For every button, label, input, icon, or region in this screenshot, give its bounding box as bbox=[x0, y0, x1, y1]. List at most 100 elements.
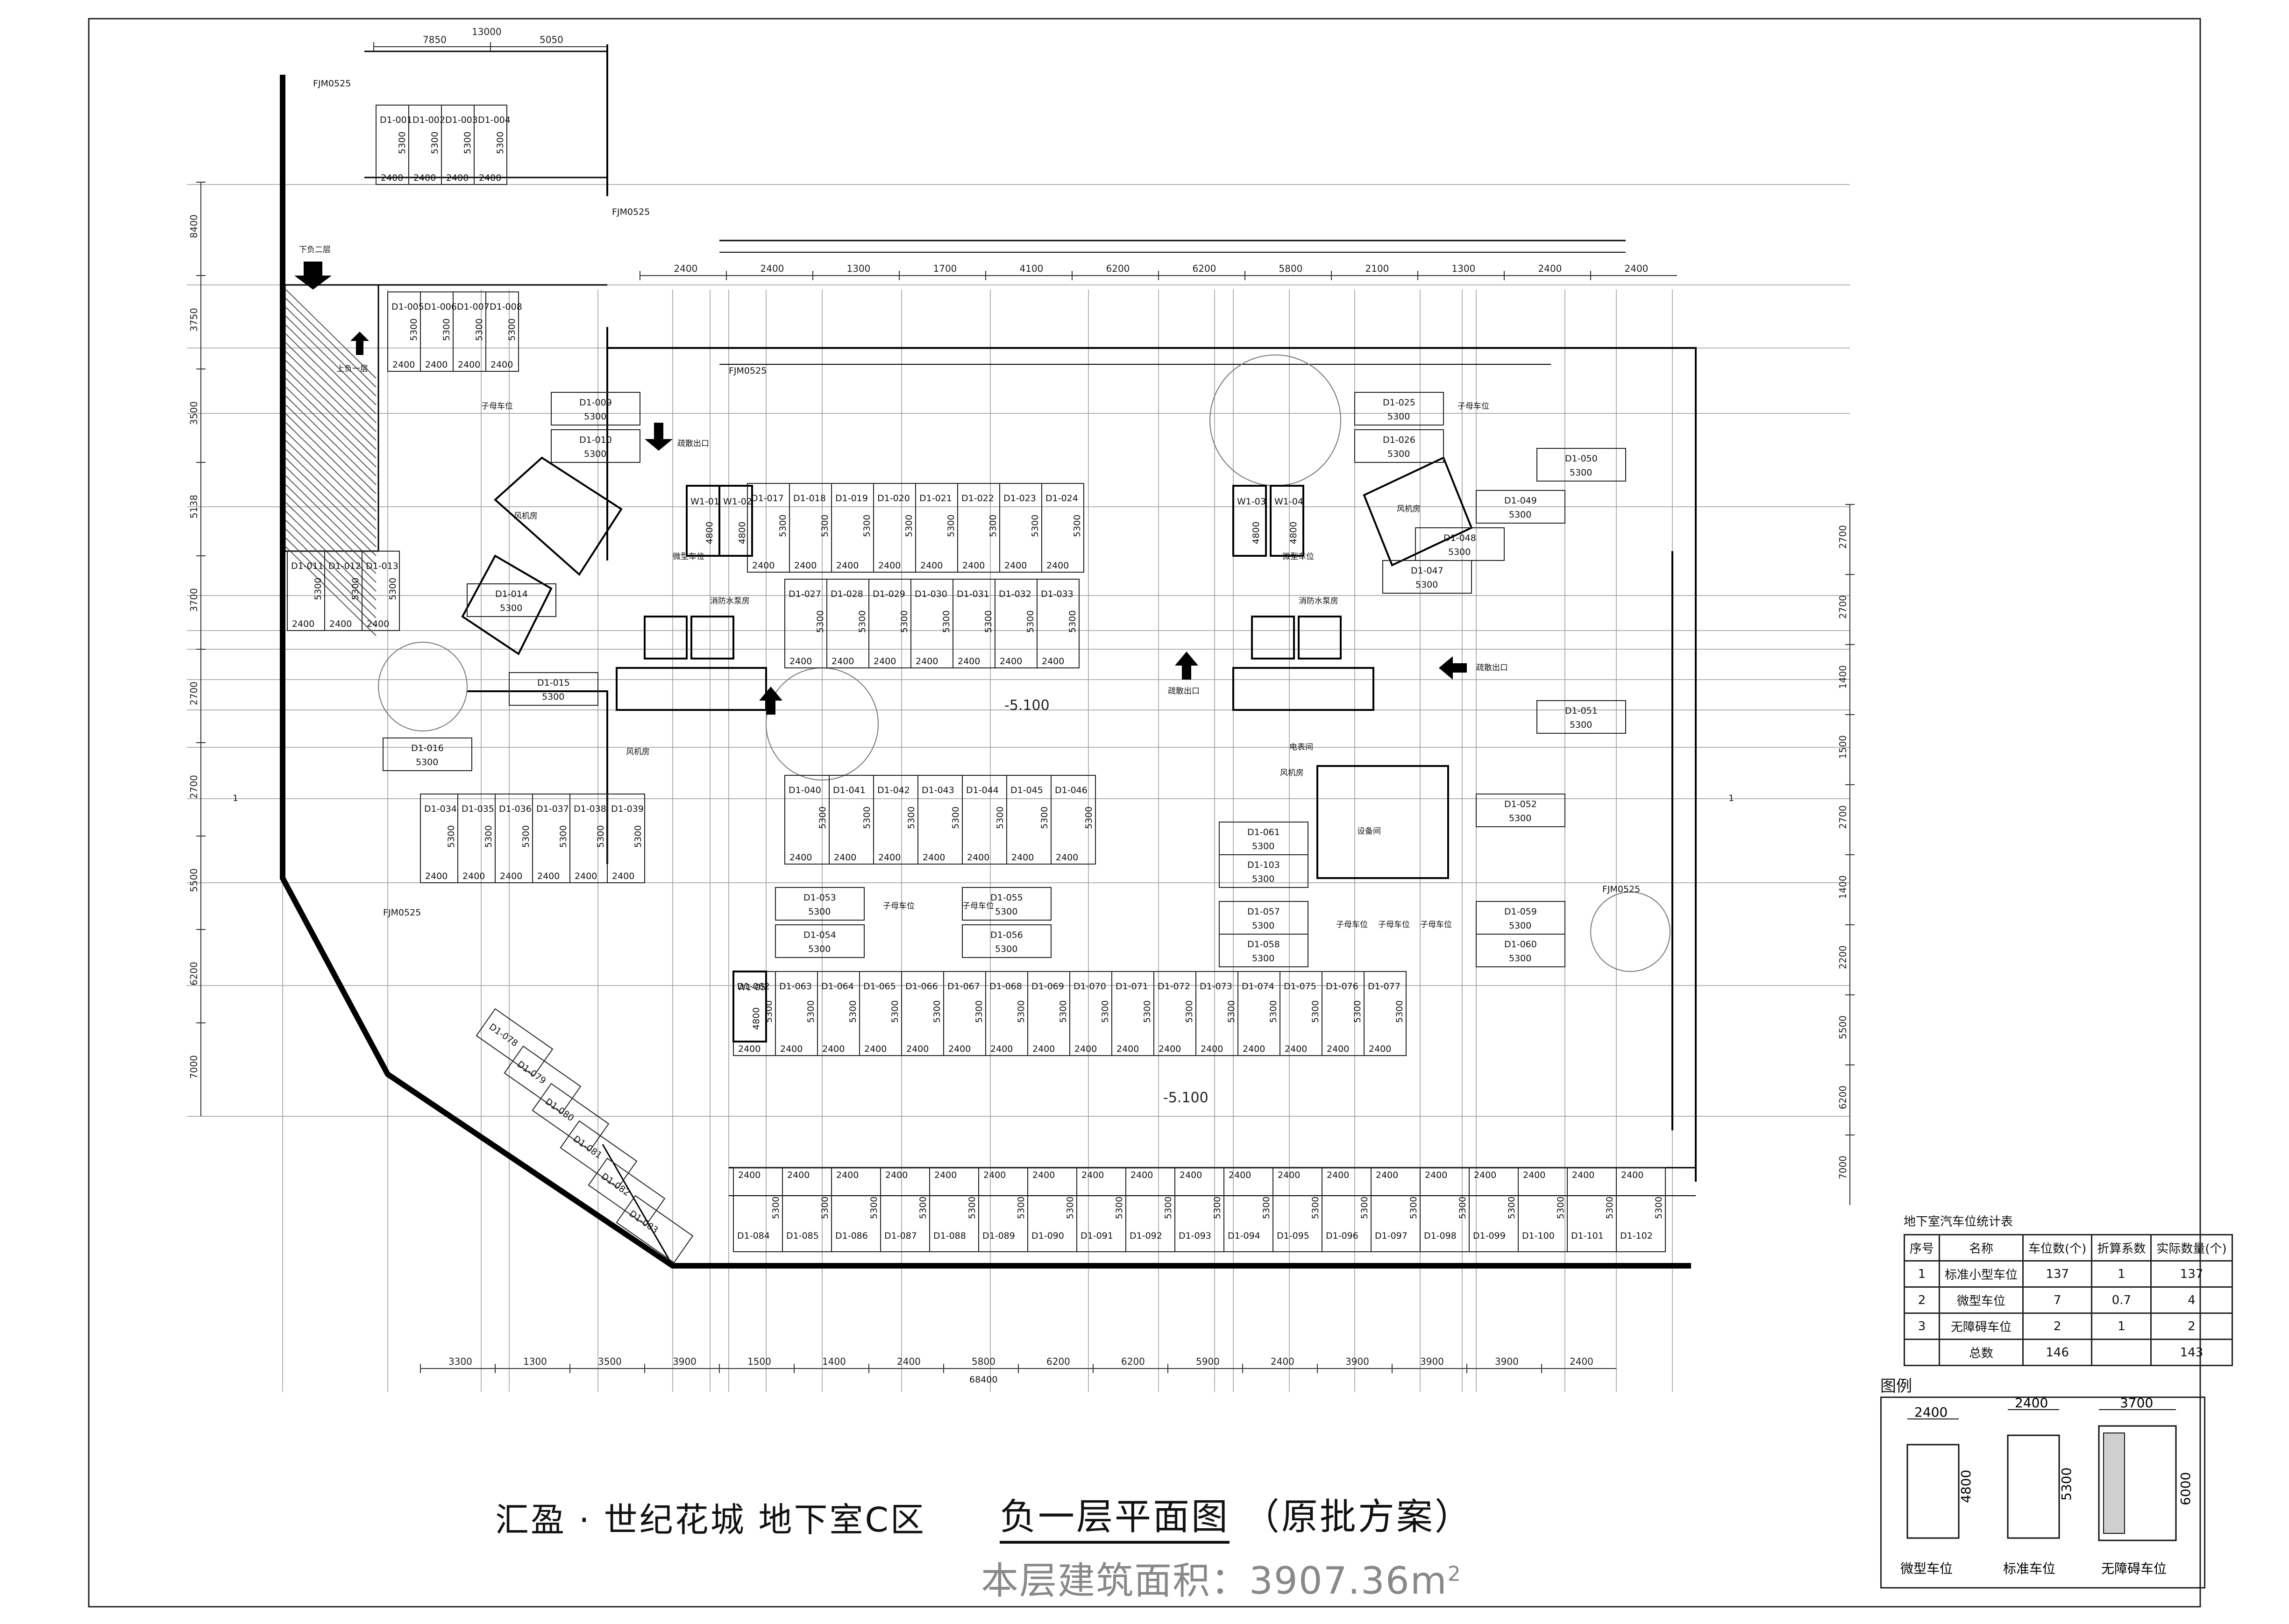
space-id: W1-01 bbox=[690, 496, 719, 507]
space-length: 5300 bbox=[1605, 1197, 1615, 1219]
space-outline bbox=[1051, 775, 1096, 865]
space-id: D1-030 bbox=[915, 589, 947, 599]
mini-space-outline bbox=[1270, 485, 1304, 557]
space-outline bbox=[962, 887, 1052, 921]
table-row: 3 无障碍车位 2 1 2 bbox=[1903, 1312, 2233, 1340]
space-length: 5300 bbox=[1058, 1000, 1068, 1023]
space-length: 5300 bbox=[820, 1197, 830, 1219]
space-width: 2400 bbox=[329, 619, 352, 629]
space-width: 2400 bbox=[962, 560, 985, 571]
space-outline bbox=[560, 1120, 638, 1189]
space-length: 5300 bbox=[1570, 720, 1592, 730]
space-length: 4800 bbox=[1288, 522, 1299, 544]
space-width: 2400 bbox=[425, 360, 448, 370]
space-width: 2400 bbox=[1011, 852, 1034, 863]
dim-value: 2700 bbox=[188, 681, 199, 705]
space-id: D1-087 bbox=[884, 1231, 917, 1241]
tandem-label-5: 子母车位 bbox=[1336, 920, 1368, 929]
space-outline bbox=[532, 1083, 610, 1151]
space-id: D1-089 bbox=[982, 1231, 1015, 1241]
space-length: 5300 bbox=[932, 1000, 942, 1023]
space-length: 5300 bbox=[1184, 1000, 1194, 1023]
table-row: 2 微型车位 7 0.7 4 bbox=[1903, 1286, 2233, 1314]
space-length: 5300 bbox=[1448, 547, 1471, 557]
dim-value: 3900 bbox=[1495, 1356, 1519, 1367]
elevation-mark-2: -5.100 bbox=[1163, 1090, 1208, 1106]
space-id: W1-04 bbox=[1274, 496, 1303, 507]
floor-area-label: 本层建筑面积：3907.36m2 bbox=[981, 1551, 1462, 1605]
hatch-line bbox=[285, 422, 377, 512]
space-length: 5300 bbox=[1509, 813, 1531, 823]
space-length: 5300 bbox=[820, 515, 830, 537]
space-length: 5300 bbox=[995, 907, 1017, 917]
hatch-line bbox=[285, 404, 377, 494]
dim-value: 2700 bbox=[188, 775, 199, 799]
space-id: D1-095 bbox=[1277, 1231, 1309, 1241]
drawing-subtitle: （原批方案） bbox=[1243, 1496, 1473, 1538]
hatch-line bbox=[285, 289, 377, 379]
space-length: 5300 bbox=[1067, 610, 1078, 633]
space-length: 5300 bbox=[1163, 1197, 1173, 1219]
space-length: 5300 bbox=[462, 132, 473, 154]
space-width: 2400 bbox=[983, 1170, 1006, 1180]
space-length: 5300 bbox=[542, 692, 564, 702]
dim-value: 3300 bbox=[448, 1356, 472, 1367]
space-width: 2400 bbox=[874, 656, 896, 667]
space-width: 2400 bbox=[1081, 1170, 1104, 1180]
space-length: 5300 bbox=[1212, 1197, 1223, 1219]
dim-total: 13000 bbox=[472, 26, 502, 37]
stats-header-cell: 实际数量(个) bbox=[2150, 1234, 2233, 1262]
space-length: 5300 bbox=[1268, 1000, 1279, 1023]
space-id: W1-02 bbox=[723, 496, 752, 507]
building-outline bbox=[280, 44, 1697, 1269]
dim-value: 6200 bbox=[1121, 1356, 1145, 1367]
dim-value: 1300 bbox=[847, 263, 871, 274]
dim-value: 5800 bbox=[1279, 263, 1303, 274]
tandem-label-1: 子母车位 bbox=[481, 402, 513, 411]
space-id: D1-047 bbox=[1411, 566, 1443, 576]
drawing-title: 负一层平面图 bbox=[1000, 1496, 1230, 1544]
space-length: 5300 bbox=[1261, 1197, 1272, 1219]
space-id: D1-077 bbox=[1368, 981, 1400, 992]
space-width: 2400 bbox=[878, 852, 901, 863]
space-width: 2400 bbox=[490, 360, 513, 370]
dim-value: 2100 bbox=[1365, 263, 1389, 274]
fan-room-label-4: 风机房 bbox=[1280, 768, 1304, 778]
space-length: 5300 bbox=[815, 610, 825, 633]
space-id: D1-019 bbox=[835, 493, 868, 504]
stats-header-row: 序号 名称 车位数(个) 折算系数 实际数量(个) bbox=[1903, 1234, 2233, 1262]
space-outline bbox=[1354, 429, 1444, 463]
space-length: 5300 bbox=[1016, 1000, 1026, 1023]
space-id: D1-020 bbox=[877, 493, 910, 504]
space-length: 5300 bbox=[771, 1197, 781, 1219]
space-width: 2400 bbox=[1278, 1170, 1300, 1180]
dim-value: 1400 bbox=[822, 1356, 846, 1367]
space-id: D1-003 bbox=[445, 115, 478, 125]
space-id: D1-068 bbox=[989, 981, 1022, 992]
space-width: 2400 bbox=[1425, 1170, 1447, 1180]
space-length: 5300 bbox=[806, 1000, 816, 1023]
space-length: 5300 bbox=[983, 610, 994, 633]
space-length: 5300 bbox=[474, 319, 484, 341]
hatch-line bbox=[285, 529, 377, 618]
space-id: D1-035 bbox=[462, 804, 494, 814]
space-id: D1-099 bbox=[1473, 1231, 1506, 1241]
